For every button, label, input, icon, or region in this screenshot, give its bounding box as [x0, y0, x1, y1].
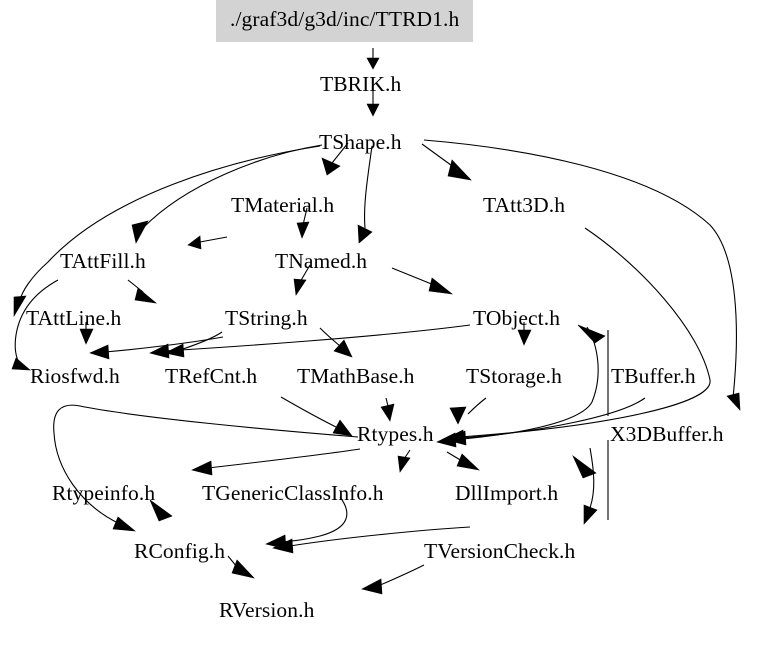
edge-tatt3d-rtypes	[444, 227, 711, 445]
edge-x3dbuffer-tversioncheck	[583, 447, 598, 525]
node-tmathbase[interactable]: TMathBase.h	[297, 364, 415, 388]
edge-tversioncheck-rversion	[361, 564, 425, 595]
edge-tmaterial-tnamed	[296, 207, 310, 239]
node-label: DllImport.h	[455, 481, 559, 505]
node-tstring[interactable]: TString.h	[225, 306, 308, 330]
node-rconfig[interactable]: RConfig.h	[134, 539, 226, 563]
node-label: TVersionCheck.h	[424, 539, 576, 563]
edge-tnamed-tobject	[391, 267, 454, 295]
edge-rtypes-rtypeinfo	[191, 448, 361, 476]
node-tmaterial[interactable]: TMaterial.h	[231, 193, 335, 217]
node-tatt3d[interactable]: TAtt3D.h	[483, 193, 566, 217]
node-tversioncheck[interactable]: TVersionCheck.h	[424, 539, 576, 563]
node-tobject[interactable]: TObject.h	[473, 306, 561, 330]
edge-tshape-tattline	[13, 145, 321, 318]
node-label: TStorage.h	[466, 364, 562, 388]
node-label: RConfig.h	[134, 539, 226, 563]
node-label: TRefCnt.h	[165, 364, 258, 388]
node-label: TAttFill.h	[60, 249, 146, 273]
node-label: TBRIK.h	[320, 72, 402, 96]
node-label: RVersion.h	[219, 598, 315, 622]
edge-tmathbase-rtypes	[380, 397, 395, 422]
edge-trefcnt-rtypes	[280, 396, 353, 437]
node-tattline[interactable]: TAttLine.h	[26, 306, 122, 330]
node-tbuffer[interactable]: TBuffer.h	[611, 364, 696, 388]
node-label: TAttLine.h	[26, 306, 122, 330]
node-ttrd1[interactable]: ./graf3d/g3d/inc/TTRD1.h	[216, 0, 474, 42]
edge-tshape-tatt3d	[421, 143, 472, 181]
node-label: TObject.h	[473, 306, 561, 330]
node-x3dbuffer[interactable]: X3DBuffer.h	[610, 422, 724, 446]
node-trefcnt[interactable]: TRefCnt.h	[165, 364, 258, 388]
node-label: TMaterial.h	[231, 193, 335, 217]
edge-tobject-riosfwd	[149, 324, 471, 359]
node-tbrik[interactable]: TBRIK.h	[320, 72, 402, 96]
edge-tshape-tbuffer	[423, 139, 741, 411]
node-label: TShape.h	[319, 130, 402, 154]
node-riosfwd[interactable]: Riosfwd.h	[30, 364, 120, 388]
edge-rtypes-tgenericclassinfo	[397, 449, 411, 473]
edge-tstorage-rtypes	[449, 397, 487, 425]
node-label: TGenericClassInfo.h	[202, 481, 384, 505]
edge-tstring-riosfwd	[89, 336, 224, 360]
node-label: Rtypeinfo.h	[52, 481, 156, 505]
node-label: TNamed.h	[275, 249, 368, 273]
edge-tattfill-tattline	[127, 279, 158, 304]
node-label: Riosfwd.h	[30, 364, 120, 388]
node-tgenericclassinfo[interactable]: TGenericClassInfo.h	[202, 481, 384, 505]
node-label: ./graf3d/g3d/inc/TTRD1.h	[230, 7, 460, 31]
node-label: TString.h	[225, 306, 308, 330]
node-label: Rtypes.h	[357, 422, 434, 446]
edge-tobject-tstorage	[517, 322, 532, 346]
node-rversion[interactable]: RVersion.h	[219, 598, 315, 622]
edge-tbrik-tshape	[366, 88, 380, 117]
edge-tstring-tmathbase	[319, 327, 353, 358]
edge-tbuffer-rtypes	[446, 397, 646, 446]
edge-tversioncheck-rconfig	[272, 526, 471, 554]
node-tnamed[interactable]: TNamed.h	[275, 249, 368, 273]
edge-tattline-riosfwd	[79, 322, 94, 345]
node-label: TAtt3D.h	[483, 193, 566, 217]
node-tattfill[interactable]: TAttFill.h	[60, 249, 146, 273]
edge-rtypes-dllimport	[446, 451, 480, 471]
node-label: X3DBuffer.h	[610, 422, 724, 446]
edge-tmaterial-tattfill	[187, 235, 228, 250]
edge-tobject-tbuffer	[577, 324, 606, 344]
edge-rconfig-rversion	[227, 555, 255, 579]
node-dllimport[interactable]: DllImport.h	[455, 481, 559, 505]
edge-rtypeinfo-rconfig	[149, 499, 173, 522]
node-rtypeinfo[interactable]: Rtypeinfo.h	[52, 481, 156, 505]
edge-dllimport-x3dbuffer	[572, 455, 597, 479]
edge-tshape-tnamed	[357, 145, 373, 244]
node-tstorage[interactable]: TStorage.h	[466, 364, 562, 388]
node-label: TMathBase.h	[297, 364, 415, 388]
edge-ttrd1-tbrik	[366, 48, 380, 70]
edge-tshape-tmaterial	[321, 142, 349, 176]
edge-tattfill-riosfwd	[11, 279, 59, 371]
node-label: TBuffer.h	[611, 364, 696, 388]
edge-rtypes-rconfig	[53, 404, 359, 532]
node-tshape[interactable]: TShape.h	[319, 130, 402, 154]
edge-tnamed-tstring	[293, 264, 311, 296]
node-rtypes[interactable]: Rtypes.h	[357, 422, 434, 446]
